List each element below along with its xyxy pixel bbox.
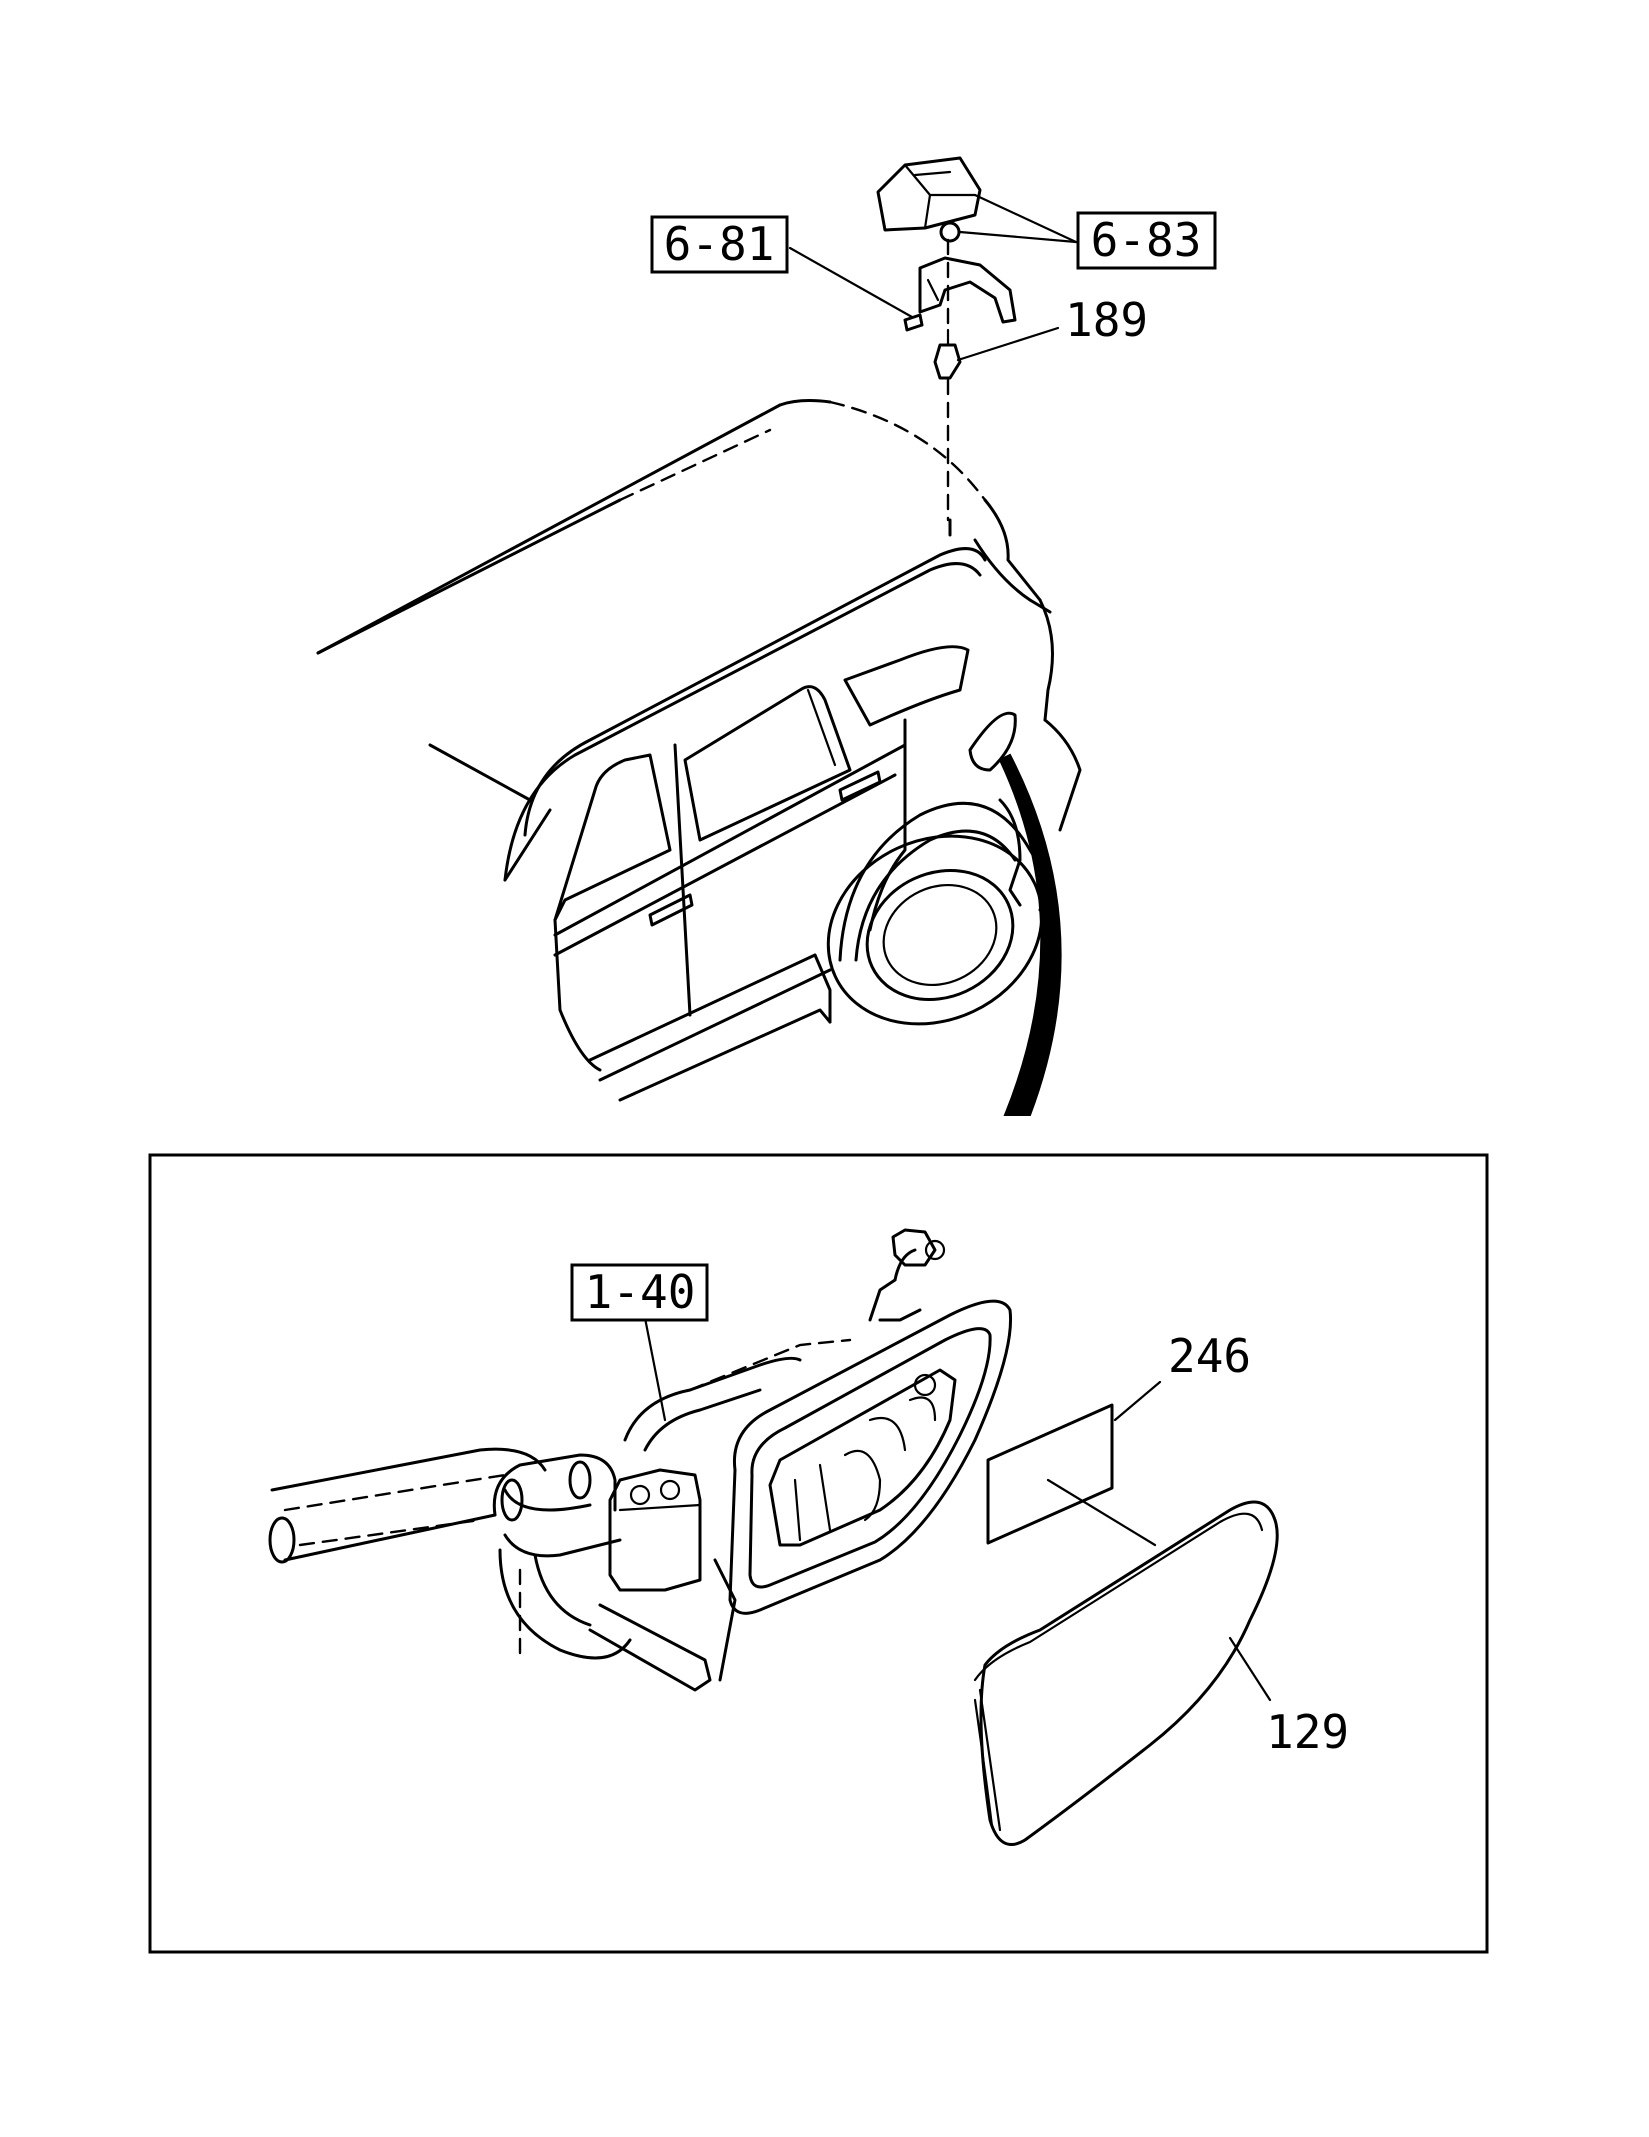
fuel-lid-panel	[973, 1500, 1279, 1846]
ref-label-6-83: 6-83	[1091, 213, 1202, 267]
leader-6-83-b	[958, 230, 1078, 244]
ref-label-6-81: 6-81	[664, 217, 775, 271]
part-label-189: 189	[1065, 293, 1148, 347]
leader-246	[1113, 1380, 1162, 1422]
detail-callout-arrow	[998, 753, 1062, 1116]
ref-box-6-83	[1076, 211, 1217, 270]
leader-246-b	[1046, 1478, 1157, 1547]
leader-189	[956, 326, 1060, 362]
leader-6-83-a	[973, 193, 1078, 244]
vehicle-illustration	[316, 378, 1082, 1102]
ref-box-6-81	[650, 215, 789, 274]
leader-129	[1228, 1636, 1272, 1702]
part-label-246: 246	[1168, 1329, 1251, 1383]
detail-frame	[148, 1153, 1489, 1954]
leader-6-81	[788, 246, 914, 319]
part-label-129: 129	[1266, 1705, 1349, 1759]
fuel-filler-assembly	[268, 1228, 1013, 1692]
ref-label-1-40: 1-40	[585, 1265, 696, 1319]
leader-1-40	[643, 1316, 667, 1422]
antenna-assembly	[876, 156, 1017, 380]
fuel-label-sticker	[986, 1403, 1114, 1545]
ref-box-1-40	[570, 1263, 709, 1322]
